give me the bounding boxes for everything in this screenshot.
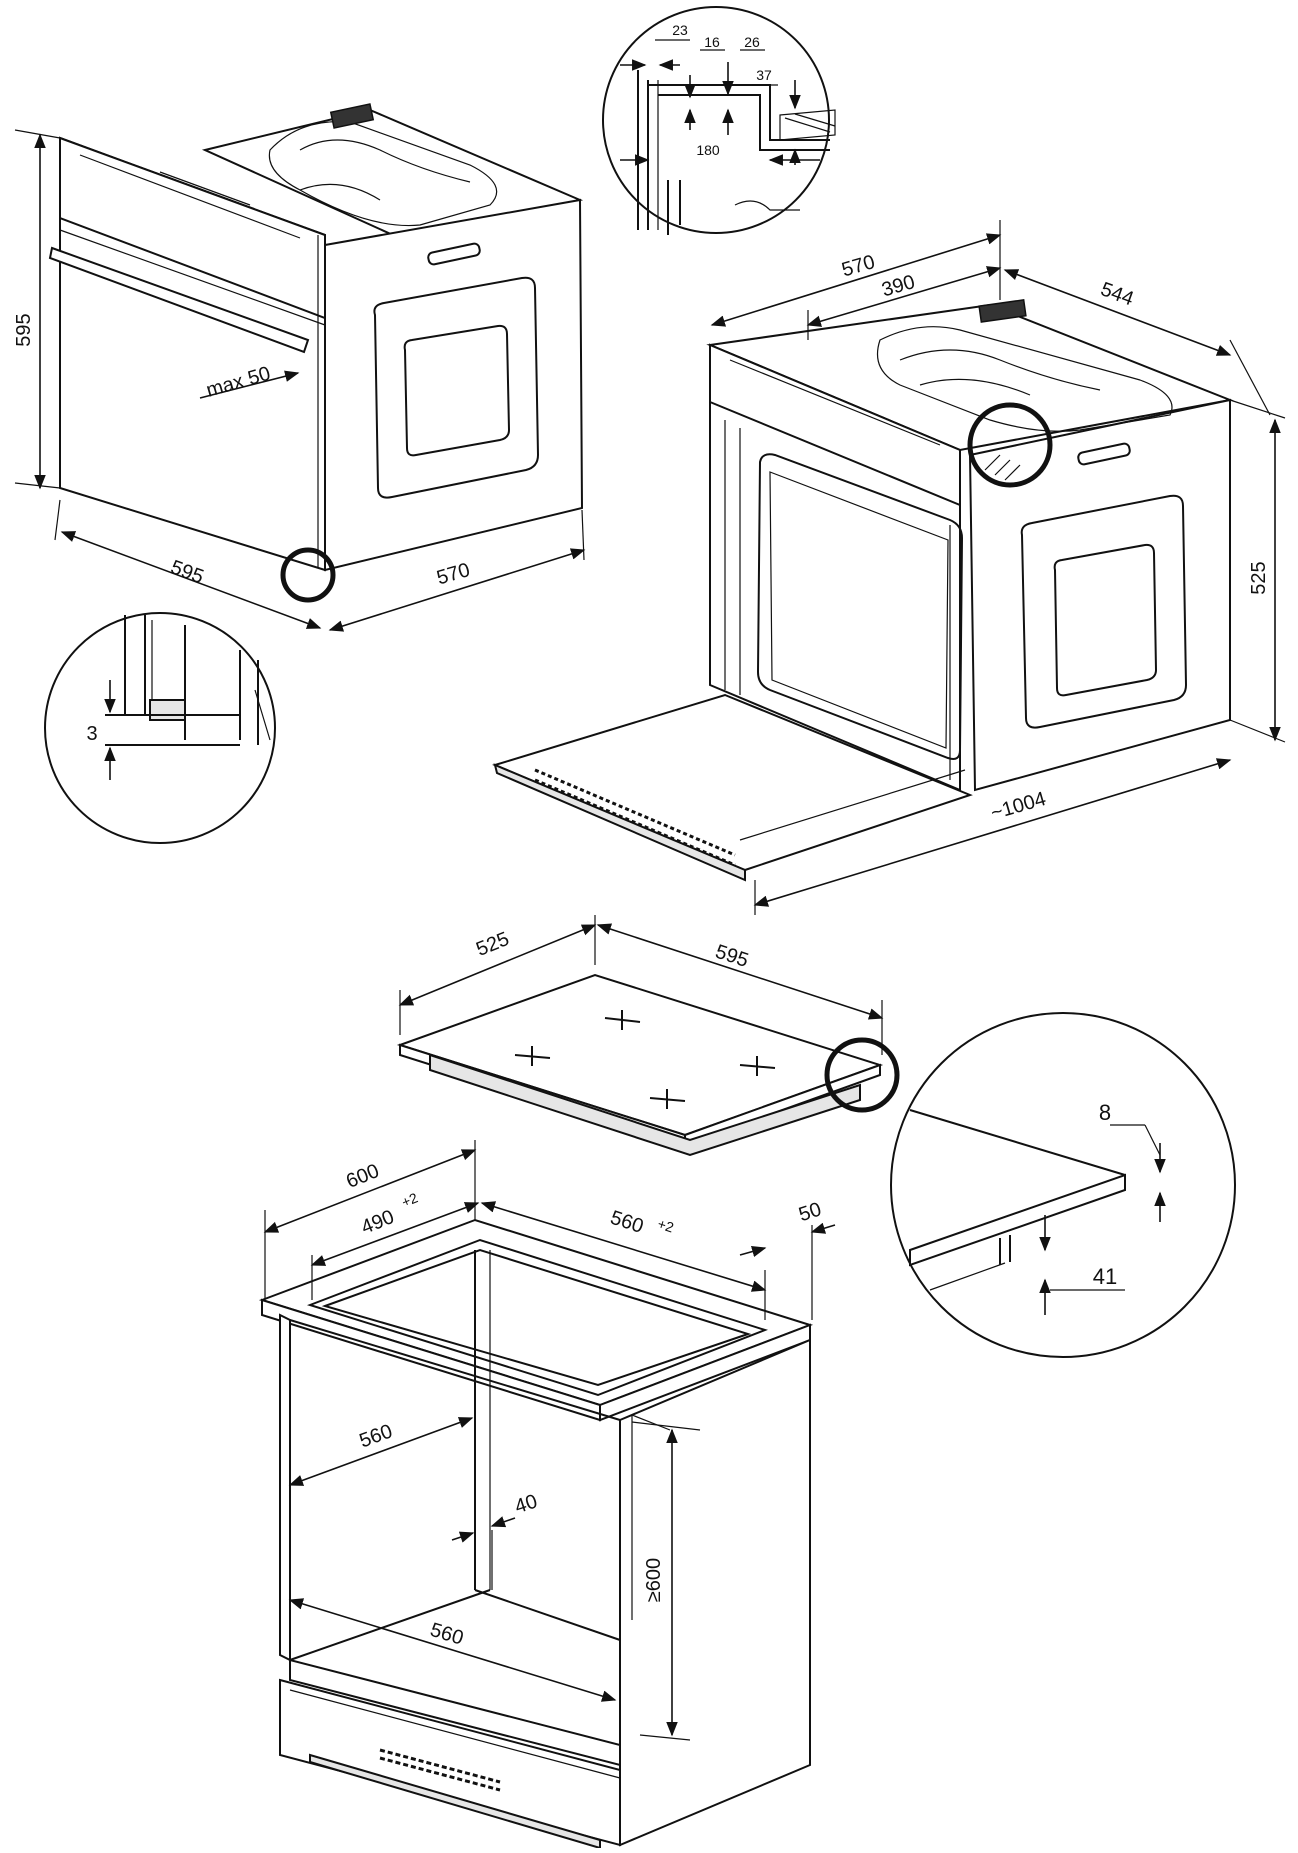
detail-marker-top xyxy=(967,402,1053,488)
gap-detail-label: 3 xyxy=(86,723,97,745)
open-depth-total-label: 570 xyxy=(839,251,877,281)
oven-width-label: 595 xyxy=(168,556,207,588)
cutout-width-label: 560 xyxy=(608,1207,647,1238)
niche-width-label: 560 xyxy=(428,1619,466,1650)
top-detail-circle: 23 16 26 37 180 xyxy=(602,6,836,235)
open-depth-inner-label: 390 xyxy=(879,271,917,301)
oven-height-label: 595 xyxy=(13,313,35,346)
top-detail-d2: 16 xyxy=(704,34,720,50)
hob-detail-marker xyxy=(824,1037,900,1113)
vent-gap-label: 40 xyxy=(512,1490,540,1518)
oven-open-drawing xyxy=(492,299,1234,882)
cabinet-drawing xyxy=(258,1218,814,1850)
open-door-depth-label: ~1004 xyxy=(988,788,1048,825)
top-detail-d1: 23 xyxy=(672,22,688,38)
top-detail-d5: 180 xyxy=(696,142,720,158)
hob-drawing xyxy=(396,973,900,1157)
hob-detail-circle: 8 41 xyxy=(890,1012,1236,1358)
plinth-vent xyxy=(379,1748,501,1792)
cutout-width-tol: +2 xyxy=(656,1215,676,1235)
open-height-label: 525 xyxy=(1248,561,1270,594)
hob-thickness-label: 8 xyxy=(1099,1100,1111,1125)
top-detail-d4: 37 xyxy=(756,67,772,83)
oven-depth-label: 570 xyxy=(434,559,472,589)
back-gap-label: 50 xyxy=(796,1198,824,1226)
top-detail-d3: 26 xyxy=(744,34,760,50)
door-vent-pattern xyxy=(534,768,736,867)
hob-depth-label: 525 xyxy=(473,928,512,961)
hob-below-depth-label: 41 xyxy=(1093,1264,1117,1289)
detail-marker-bottom xyxy=(280,547,336,603)
oven-closed-drawing xyxy=(48,103,584,572)
gap-detail-circle: 3 xyxy=(44,612,276,844)
hob-width-label: 595 xyxy=(713,941,752,972)
niche-height-label: ≥600 xyxy=(643,1558,665,1602)
cutout-depth-tol: +2 xyxy=(399,1189,420,1210)
cutout-depth-label: 490 xyxy=(358,1206,397,1239)
hob-burner-marks xyxy=(514,1010,776,1109)
open-width-label: 544 xyxy=(1098,278,1137,310)
